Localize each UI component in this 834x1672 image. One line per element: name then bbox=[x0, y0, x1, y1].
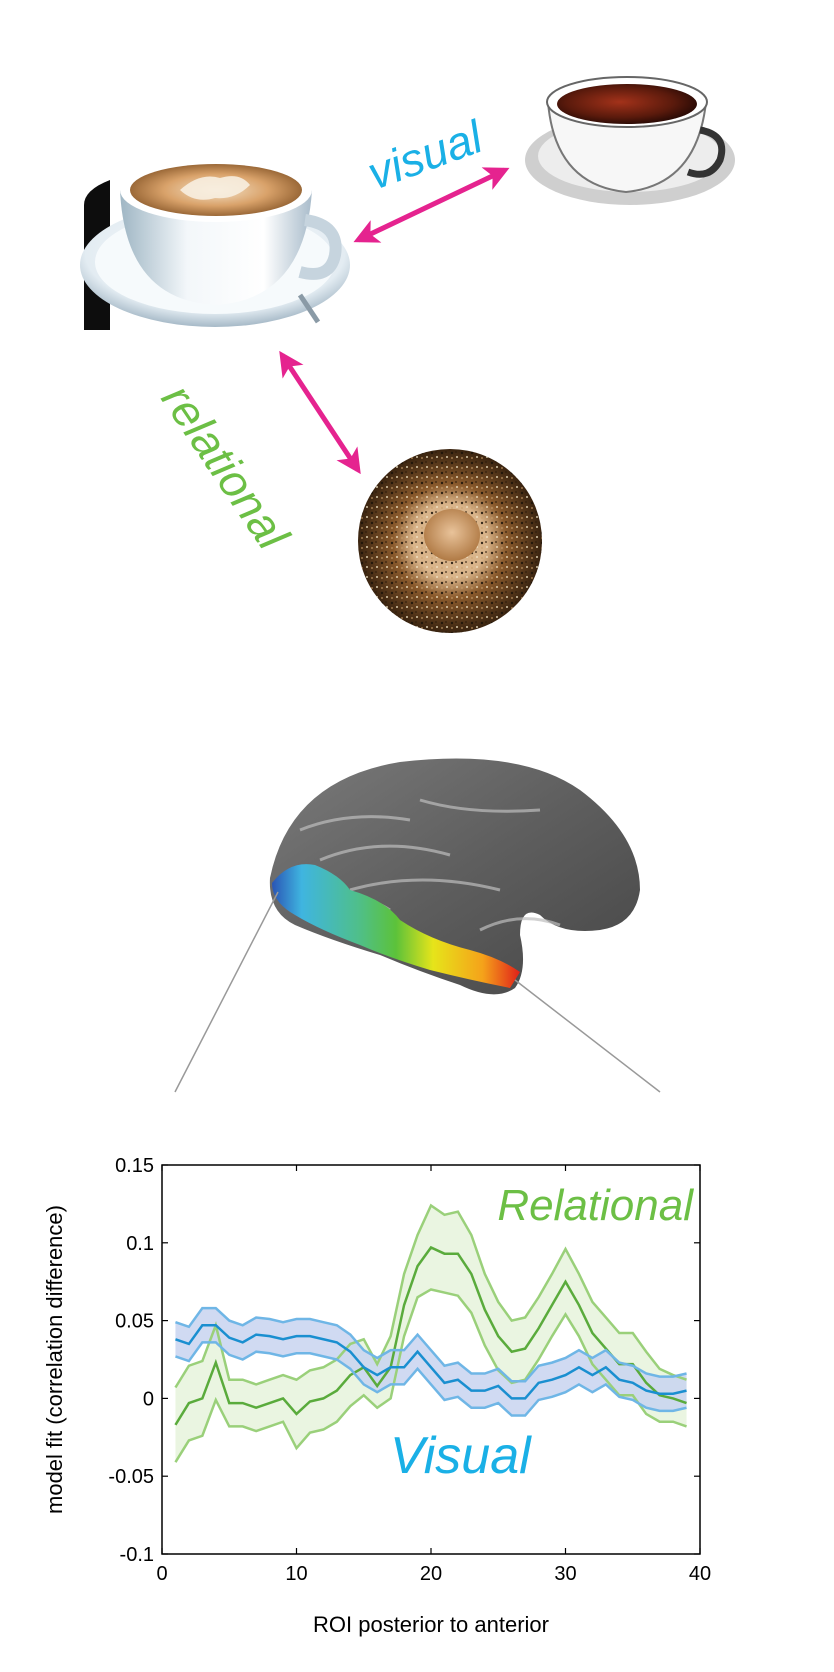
y-axis-label: model fit (correlation difference) bbox=[42, 1205, 67, 1514]
band-relational bbox=[175, 1205, 687, 1463]
relational-annotation: Relational bbox=[497, 1181, 694, 1230]
y-tick-label: 0 bbox=[143, 1388, 154, 1410]
x-tick-label: 30 bbox=[554, 1563, 576, 1585]
tea-cup-image bbox=[525, 76, 735, 205]
brain-figure bbox=[0, 740, 834, 1100]
diagram-svg: visual relational bbox=[80, 76, 735, 633]
zoom-line-right bbox=[514, 979, 661, 1093]
bagel-image bbox=[358, 449, 542, 633]
x-axis-label: ROI posterior to anterior bbox=[313, 1612, 549, 1637]
latte-cup-image bbox=[80, 158, 350, 330]
x-tick-label: 10 bbox=[285, 1563, 307, 1585]
brain-svg bbox=[174, 758, 661, 1093]
series-line-visual bbox=[175, 1324, 687, 1400]
band-lower-relational bbox=[174, 1288, 687, 1463]
visual-annotation: Visual bbox=[390, 1427, 532, 1485]
x-tick-label: 20 bbox=[420, 1563, 442, 1585]
top-diagram: visual relational bbox=[0, 0, 834, 680]
x-tick-label: 0 bbox=[156, 1563, 167, 1585]
y-tick-label: -0.1 bbox=[120, 1544, 154, 1566]
zoom-line-left bbox=[174, 891, 279, 1093]
relational-label: relational bbox=[152, 375, 300, 560]
series-line-relational bbox=[174, 1245, 687, 1426]
visual-arrow bbox=[353, 167, 510, 243]
band-lower-visual bbox=[175, 1341, 687, 1417]
y-tick-label: 0.05 bbox=[115, 1311, 154, 1333]
x-tick-label: 40 bbox=[689, 1563, 711, 1585]
y-tick-label: 0.1 bbox=[126, 1233, 154, 1255]
y-tick-label: -0.05 bbox=[108, 1466, 154, 1488]
band-upper-visual bbox=[175, 1306, 687, 1383]
roi-strip bbox=[272, 864, 520, 988]
y-tick-label: 0.15 bbox=[115, 1155, 154, 1177]
band-upper-relational bbox=[174, 1203, 687, 1389]
relational-arrow bbox=[279, 350, 361, 475]
